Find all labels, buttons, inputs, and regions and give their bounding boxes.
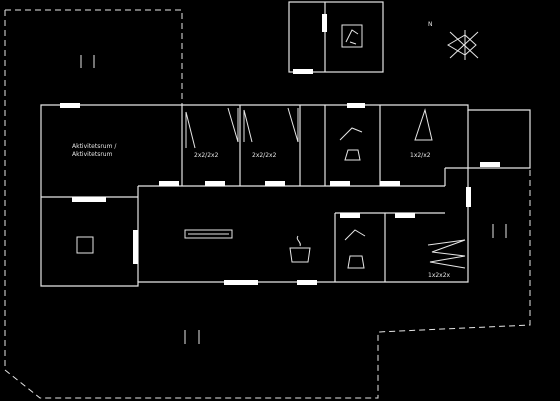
wardrobe-room-b: 2x2/2x2 (243, 107, 299, 159)
cooking-pot-icon (289, 235, 311, 263)
wardrobe-b-label: 2x2/2x2 (252, 152, 277, 159)
activity-room-label-2: Aktivitetsrum (72, 151, 113, 158)
door-bottom-1[interactable] (224, 280, 258, 285)
annex-door[interactable] (322, 14, 327, 32)
storage-label: 1x2x2x (428, 272, 451, 279)
storage-room: 1x2x2x (427, 239, 466, 279)
doors (60, 103, 500, 285)
wardrobe-c-label: 1x2/x2 (410, 152, 431, 159)
fireplace-icon (76, 236, 94, 254)
compass-rose-icon: N (428, 21, 479, 60)
door-hall-1[interactable] (159, 181, 179, 186)
wardrobe-room-a: 2x2/2x2 (185, 107, 239, 159)
door-activity-bottom[interactable] (72, 197, 106, 202)
robot-icon (341, 24, 363, 48)
main-building-outline (40, 104, 531, 287)
door-right-wall[interactable] (466, 187, 471, 207)
door-hall-5[interactable] (380, 181, 400, 186)
door-activity-top[interactable] (60, 103, 80, 108)
door-bottom-2[interactable] (297, 280, 317, 285)
door-hall-left[interactable] (133, 230, 138, 264)
wardrobe-room-c: 1x2/x2 (410, 108, 433, 159)
parking-marker-top (80, 55, 95, 68)
robot-icon-room (339, 127, 363, 161)
parking-marker-bottom (184, 330, 200, 344)
activity-room-label-1: Aktivitetsrum / (72, 143, 117, 150)
annex-room (288, 1, 384, 73)
site-boundary (4, 9, 531, 399)
door-right-annex[interactable] (480, 162, 500, 167)
wardrobe-a-label: 2x2/2x2 (194, 152, 219, 159)
door-inner-2[interactable] (395, 213, 415, 218)
door-hall-3[interactable] (265, 181, 285, 186)
parking-marker-right (492, 224, 507, 238)
north-label: N (428, 21, 433, 28)
door-hall-2[interactable] (205, 181, 225, 186)
door-hall-4[interactable] (330, 181, 350, 186)
door-corridor-top[interactable] (347, 103, 365, 108)
robot-icon-inner (344, 229, 366, 269)
door-inner-1[interactable] (340, 213, 360, 218)
annex-door-bottom[interactable] (293, 69, 313, 74)
sofa-icon (184, 229, 233, 239)
